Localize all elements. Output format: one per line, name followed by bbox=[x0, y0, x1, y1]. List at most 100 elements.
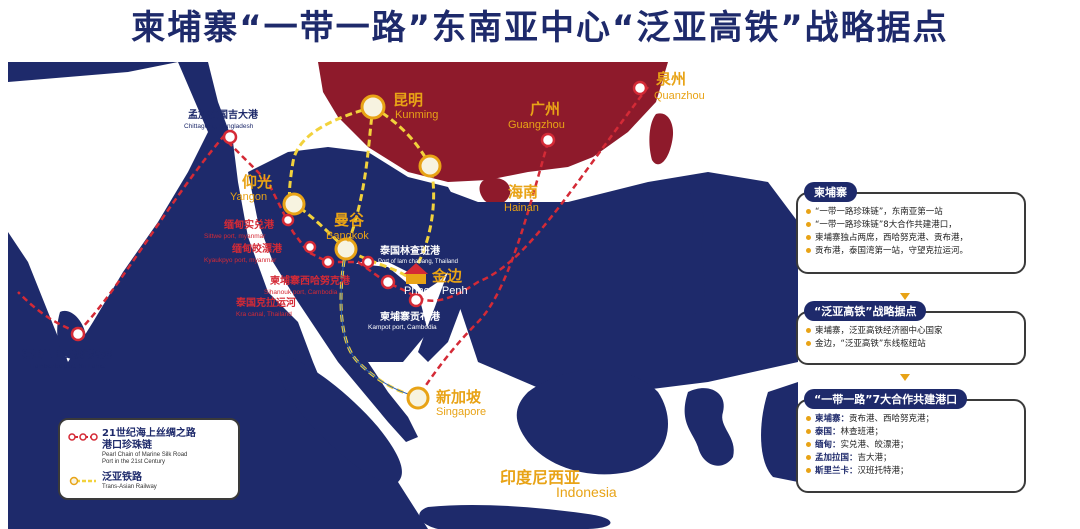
panel-seven-ports: “一带一路”7大合作共建港口 柬埔寨：贡布港、西哈努克港； 泰国：林查班港； 缅… bbox=[796, 389, 1026, 493]
bullet-icon bbox=[806, 455, 811, 460]
marker-quanzhou[interactable] bbox=[632, 80, 648, 96]
city-labels: 昆明 Kunming 广州 Guangzhou 泉州 Quanzhou 海南 H… bbox=[230, 70, 705, 500]
bullet-icon bbox=[806, 341, 811, 346]
bullet-icon bbox=[806, 248, 811, 253]
label-hainan-cn: 海南 bbox=[508, 183, 538, 201]
marker-guangzhou[interactable] bbox=[540, 132, 556, 148]
label-sittwe-en: Sittwe port, myanmar bbox=[204, 233, 266, 240]
label-sihanouk-en: Sihanouk port, Cambodia bbox=[264, 289, 338, 296]
label-phnompenh-cn: 金边 bbox=[431, 267, 463, 285]
label-indonesia-cn: 印度尼西亚 bbox=[500, 468, 580, 487]
marker-chittagong[interactable] bbox=[222, 129, 238, 145]
map-legend: 21世纪海上丝绸之路 港口珍珠链 Pearl Chain of Marine S… bbox=[58, 418, 240, 500]
panel-cambodia-header: 柬埔寨 bbox=[804, 182, 857, 202]
label-kra-en: Kra canal, Thailand bbox=[236, 311, 292, 318]
list-item: “一带一路珍珠链”，东南亚第一站 bbox=[806, 206, 1016, 219]
label-laemchabang-cn: 泰国林查班港 bbox=[379, 244, 441, 257]
list-item: 贡布港，泰国湾第一站，守望克拉运河。 bbox=[806, 245, 1016, 258]
legend-rail: 泛亚铁路 Trans-Asian Railway bbox=[102, 472, 157, 490]
taiwan bbox=[649, 113, 674, 165]
philippines-islands bbox=[665, 189, 705, 315]
sumatra-island bbox=[277, 352, 402, 483]
list-item: 柬埔寨，泛亚高铁经济圈中心国家 bbox=[806, 325, 1016, 338]
label-sihanouk-cn: 柬埔寨西哈努克港 bbox=[269, 274, 351, 287]
panel-trans-asian-railway: “泛亚高铁”战略据点 柬埔寨，泛亚高铁经济圈中心国家 金边，“泛亚高铁”东线枢纽… bbox=[796, 301, 1026, 365]
panel-cambodia-list: “一带一路珍珠链”，东南亚第一站 “一带一路珍珠链”8大合作共建港口， 柬埔寨独… bbox=[798, 194, 1024, 262]
bullet-icon bbox=[806, 429, 811, 434]
list-item: 斯里兰卡：汉班托特港； bbox=[806, 465, 1016, 478]
bullet-icon bbox=[806, 328, 811, 333]
marker-laemchabang[interactable] bbox=[361, 255, 375, 269]
marker-hambantot[interactable] bbox=[70, 326, 86, 342]
label-kyaukpyo-cn: 缅甸皎漂港 bbox=[232, 242, 283, 255]
marker-bangkok[interactable] bbox=[334, 237, 358, 261]
page-title: 柬埔寨“一带一路”东南亚中心“泛亚高铁”战略据点 bbox=[131, 8, 949, 48]
label-guangzhou-en: Guangzhou bbox=[508, 119, 565, 131]
phnom-penh-palace-icon bbox=[404, 263, 428, 284]
port-labels: 孟加拉国吉大港 Chittagong, Bangladesh 缅甸实兑港 Sit… bbox=[22, 108, 458, 370]
label-laemchabang-en: Port of lam chabang, Thailand bbox=[378, 259, 458, 265]
china-region bbox=[318, 62, 668, 182]
label-bangkok-en: Bangkok bbox=[326, 230, 369, 242]
label-quanzhou-cn: 泉州 bbox=[655, 70, 686, 88]
vietnam-land bbox=[418, 187, 478, 362]
label-hambantot-en: Hambantot port, Sri Lanka bbox=[30, 363, 106, 370]
label-hainan-en: Hainan bbox=[504, 202, 539, 214]
bullet-icon bbox=[806, 209, 811, 214]
label-sittwe-cn: 缅甸实兑港 bbox=[224, 218, 275, 231]
marker-singapore[interactable] bbox=[406, 386, 430, 410]
panel-cambodia: 柬埔寨 “一带一路珍珠链”，东南亚第一站 “一带一路珍珠链”8大合作共建港口， … bbox=[796, 182, 1026, 274]
legend-silk-road: 21世纪海上丝绸之路 港口珍珠链 Pearl Chain of Marine S… bbox=[102, 428, 196, 465]
label-quanzhou-en: Quanzhou bbox=[654, 90, 705, 102]
marker-yangon-rail[interactable] bbox=[282, 192, 306, 216]
bullet-icon bbox=[806, 235, 811, 240]
hainan-island bbox=[479, 177, 511, 205]
bullet-icon bbox=[806, 222, 811, 227]
arrow-down-icon bbox=[900, 293, 910, 300]
label-phnompenh-en: Phnom Penh bbox=[404, 285, 468, 297]
list-item: 金边，“泛亚高铁”东线枢纽站 bbox=[806, 338, 1016, 351]
list-item: 泰国：林查班港； bbox=[806, 426, 1016, 439]
marker-kunming[interactable] bbox=[360, 94, 386, 120]
marker-kampot[interactable] bbox=[408, 292, 424, 308]
list-item: 柬埔寨独占两席，西哈努克港、贡布港， bbox=[806, 232, 1016, 245]
borneo-island bbox=[516, 369, 668, 475]
label-yangon-cn: 仰光 bbox=[242, 173, 272, 191]
label-kyaukpyo-en: Kyaukpyo port, myanmar bbox=[204, 257, 277, 264]
list-item: “一带一路珍珠链”8大合作共建港口， bbox=[806, 219, 1016, 232]
java-island bbox=[419, 504, 611, 529]
bullet-icon bbox=[806, 442, 811, 447]
marker-sihanouk[interactable] bbox=[380, 274, 396, 290]
label-kunming-en: Kunming bbox=[395, 109, 438, 121]
marker-kra[interactable] bbox=[321, 255, 335, 269]
list-item: 柬埔寨：贡布港、西哈努克港； bbox=[806, 413, 1016, 426]
label-indonesia-en: Indonesia bbox=[556, 484, 617, 500]
label-singapore-en: Singapore bbox=[436, 406, 486, 418]
label-guangzhou-cn: 广州 bbox=[530, 100, 560, 118]
list-item: 缅甸：实兑港、皎漂港； bbox=[806, 439, 1016, 452]
legend-red-route-icon bbox=[68, 433, 98, 441]
gulf-of-thailand bbox=[338, 262, 428, 362]
india-land bbox=[8, 62, 208, 362]
indochina-mainland bbox=[248, 147, 468, 442]
marker-vietnam-rail[interactable] bbox=[418, 154, 442, 178]
panel-railway-list: 柬埔寨，泛亚高铁经济圈中心国家 金边，“泛亚高铁”东线枢纽站 bbox=[798, 313, 1024, 355]
marker-kyaukpyo[interactable] bbox=[303, 240, 317, 254]
label-kra-cn: 泰国克拉运河 bbox=[235, 296, 296, 309]
panel-railway-header: “泛亚高铁”战略据点 bbox=[804, 301, 927, 321]
label-hambantot-cn: 斯里兰卡汉班托特港 bbox=[22, 348, 113, 361]
sulawesi-island bbox=[684, 388, 734, 466]
southeast-asia-map: 昆明 Kunming 广州 Guangzhou 泉州 Quanzhou 海南 H… bbox=[8, 62, 1040, 529]
label-kampot-cn: 柬埔寨贡布港 bbox=[379, 310, 441, 323]
new-guinea-area bbox=[761, 382, 798, 482]
label-yangon-en: Yangon bbox=[230, 191, 267, 203]
bullet-icon bbox=[806, 468, 811, 473]
label-bangkok-cn: 曼谷 bbox=[334, 211, 365, 229]
bullet-icon bbox=[806, 416, 811, 421]
panel-ports-header: “一带一路”7大合作共建港口 bbox=[804, 389, 968, 409]
label-chittagong-en: Chittagong, Bangladesh bbox=[184, 123, 254, 130]
label-chittagong-cn: 孟加拉国吉大港 bbox=[188, 108, 259, 121]
city-markers bbox=[70, 80, 648, 410]
marker-sittwe[interactable] bbox=[281, 213, 295, 227]
panel-ports-list: 柬埔寨：贡布港、西哈努克港； 泰国：林查班港； 缅甸：实兑港、皎漂港； 孟加拉国… bbox=[798, 401, 1024, 482]
